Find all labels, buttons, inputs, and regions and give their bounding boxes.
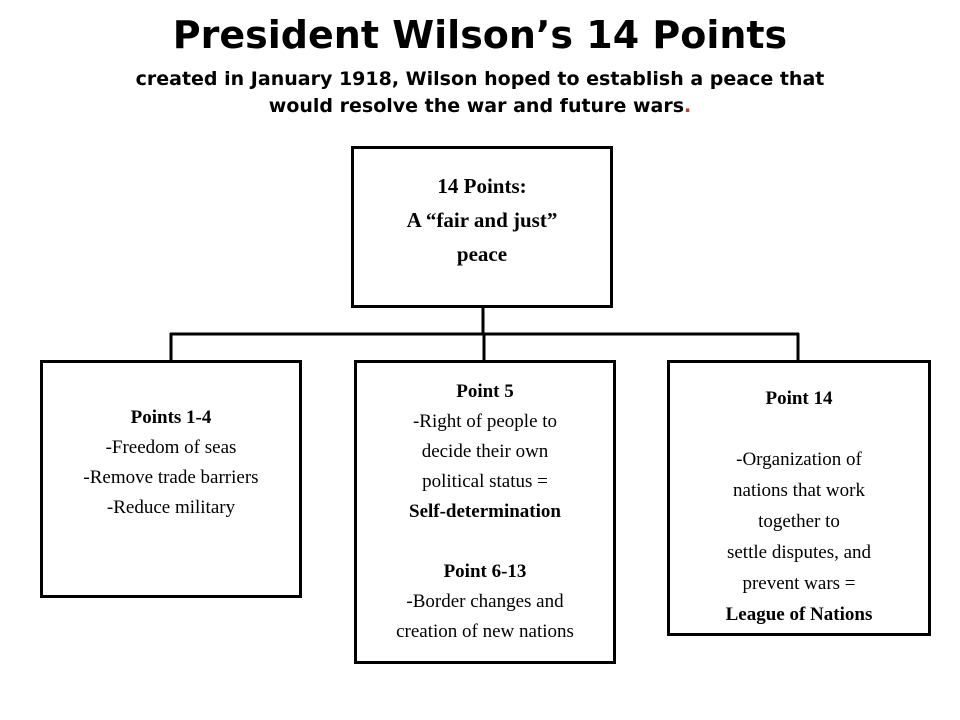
subtitle-line-1: created in January 1918, Wilson hoped to… bbox=[135, 68, 825, 90]
points-1-4-item: -Freedom of seas bbox=[105, 437, 237, 458]
root-node-box: 14 Points: A “fair and just” peace bbox=[351, 146, 613, 308]
points-1-4-heading: Points 1-4 bbox=[130, 407, 212, 428]
self-determination-label: Self-determination bbox=[409, 501, 561, 522]
point-14-line: together to bbox=[758, 511, 840, 532]
point-6-13-line: creation of new nations bbox=[396, 621, 574, 642]
point-14-line: settle disputes, and bbox=[726, 542, 872, 563]
point-5-line: decide their own bbox=[421, 441, 549, 462]
point-14-line: nations that work bbox=[733, 480, 865, 501]
page-title: President Wilson’s 14 Points bbox=[172, 13, 788, 57]
subtitle-line-2-text: would resolve the war and future wars bbox=[268, 95, 685, 117]
point-6-13-heading: Point 6-13 bbox=[443, 561, 527, 582]
root-line-2: A “fair and just” bbox=[406, 208, 558, 232]
spacer bbox=[670, 414, 928, 444]
points-5-13-box: Point 5 -Right of people to decide their… bbox=[354, 360, 616, 664]
points-1-4-item: -Reduce military bbox=[106, 497, 236, 518]
subtitle-end-mark: . bbox=[684, 95, 692, 117]
points-1-4-box: Points 1-4 -Freedom of seas -Remove trad… bbox=[40, 360, 302, 598]
spacer bbox=[357, 527, 613, 557]
point-14-line: prevent wars = bbox=[742, 573, 856, 594]
subtitle-line-2: would resolve the war and future wars. bbox=[60, 93, 900, 120]
page-subtitle: created in January 1918, Wilson hoped to… bbox=[60, 66, 900, 120]
root-line-1: 14 Points: bbox=[437, 174, 527, 198]
point-5-line: -Right of people to bbox=[412, 411, 558, 432]
root-line-3: peace bbox=[456, 242, 508, 266]
point-14-heading: Point 14 bbox=[765, 388, 833, 409]
point-14-box: Point 14 -Organization of nations that w… bbox=[667, 360, 931, 636]
point-5-line: political status = bbox=[422, 471, 548, 492]
point-6-13-line: -Border changes and bbox=[406, 591, 564, 612]
league-of-nations-label: League of Nations bbox=[725, 604, 873, 625]
point-14-line: -Organization of bbox=[736, 449, 862, 470]
point-5-heading: Point 5 bbox=[456, 381, 514, 402]
points-1-4-item: -Remove trade barriers bbox=[83, 467, 259, 488]
